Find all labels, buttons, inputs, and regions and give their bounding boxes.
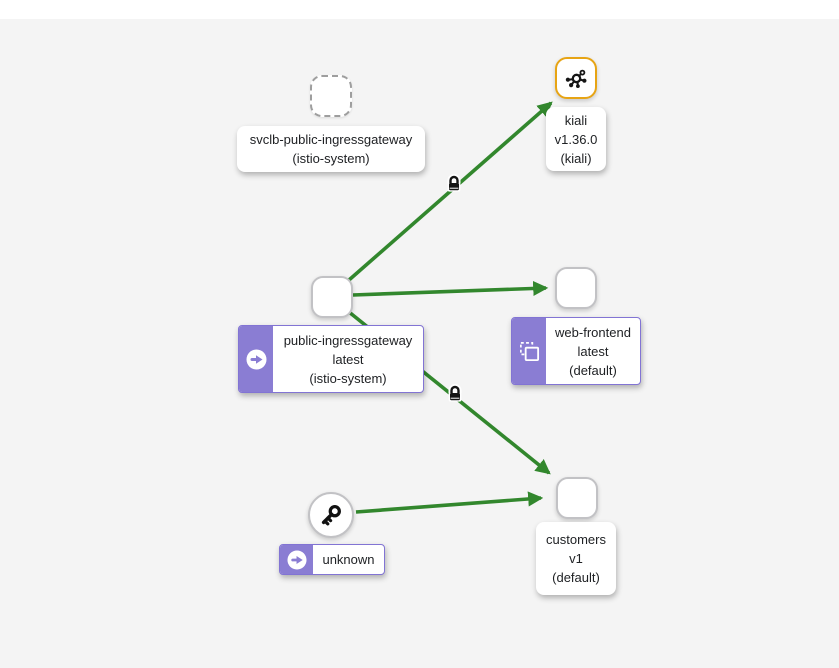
- mtls-lock-icon: [448, 384, 462, 402]
- top-whitespace-bar: [0, 0, 839, 19]
- workload-badge: [512, 318, 546, 384]
- node-namespace: (default): [569, 362, 617, 378]
- edge-unknown-to-customers[interactable]: [355, 491, 544, 514]
- node-namespace: (istio-system): [292, 151, 370, 166]
- node-name: web-frontend: [555, 324, 631, 340]
- node-name: customers: [546, 532, 606, 547]
- node-version: latest: [577, 343, 609, 359]
- node-customers[interactable]: [556, 477, 598, 519]
- node-label-unknown[interactable]: unknown: [279, 544, 385, 575]
- node-version: latest: [332, 351, 364, 367]
- node-public-ingressgateway[interactable]: [311, 276, 353, 318]
- node-version: v1.36.0: [554, 131, 598, 147]
- overlapping-squares-icon: [519, 341, 539, 361]
- root-traffic-badge: [239, 326, 273, 392]
- node-version: v1: [569, 551, 583, 566]
- node-label-public-ingressgateway[interactable]: public-ingressgateway latest (istio-syst…: [238, 325, 424, 393]
- node-unknown[interactable]: [308, 492, 354, 538]
- node-label-web-frontend[interactable]: web-frontend latest (default): [511, 317, 641, 385]
- node-svclb-public-ingressgateway[interactable]: [310, 75, 352, 117]
- node-name: public-ingressgateway: [283, 332, 413, 348]
- node-label-kiali[interactable]: kiali v1.36.0 (kiali): [546, 107, 606, 171]
- kiali-logo-icon: [565, 69, 586, 88]
- node-label-customers[interactable]: customers v1 (default): [536, 522, 616, 595]
- root-traffic-badge: [280, 545, 313, 574]
- node-name: svclb-public-ingressgateway: [249, 132, 413, 147]
- node-label-svclb-public-ingressgateway[interactable]: svclb-public-ingressgateway (istio-syste…: [237, 126, 425, 172]
- node-namespace: (default): [552, 570, 600, 585]
- arrow-right-circle-icon: [286, 549, 307, 570]
- key-icon: [321, 505, 341, 526]
- mtls-lock-icon: [447, 174, 461, 192]
- node-name: kiali: [564, 112, 588, 128]
- node-namespace: (kiali): [560, 150, 592, 166]
- edge-gateway-to-web-frontend[interactable]: [352, 280, 549, 297]
- node-namespace: (istio-system): [309, 370, 387, 386]
- node-kiali[interactable]: [555, 57, 597, 99]
- arrow-right-circle-icon: [246, 349, 266, 369]
- node-web-frontend[interactable]: [555, 267, 597, 309]
- node-name: unknown: [322, 552, 375, 567]
